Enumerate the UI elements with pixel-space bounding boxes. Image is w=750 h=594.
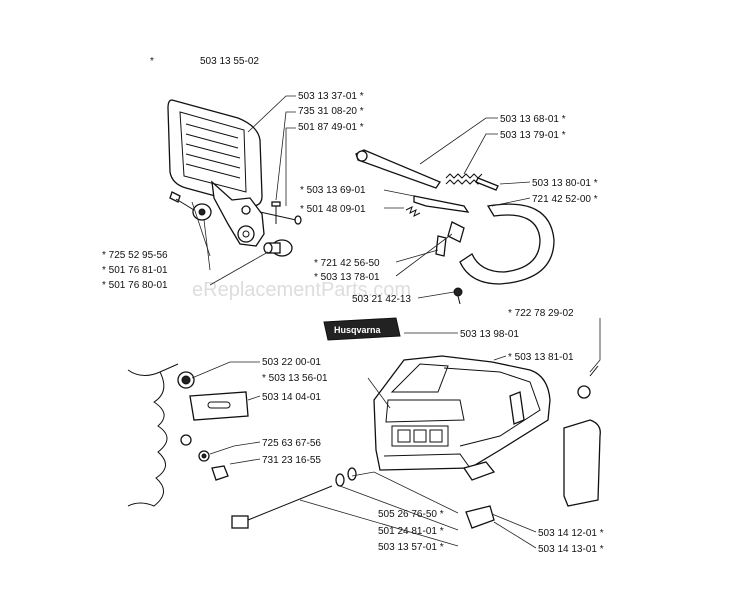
- knob-part: [263, 239, 293, 257]
- clutch-cover-part: [373, 355, 551, 471]
- part-label-503-13-78-01: * 503 13 78-01: [314, 272, 380, 283]
- part-label-501-76-81-01: * 501 76 81-01: [102, 265, 168, 276]
- part-label-721-42-52-00: 721 42 52-00 *: [532, 194, 598, 205]
- washers-part: [335, 467, 357, 487]
- header-star: *: [150, 56, 154, 67]
- long-bolt-part: [259, 211, 302, 225]
- part-label-721-42-56-50: * 721 42 56-50: [314, 258, 380, 269]
- part-label-503-14-13-01: 503 14 13-01 *: [538, 544, 604, 555]
- part-label-503-14-04-01: 503 14 04-01: [262, 392, 321, 403]
- small-spring-part: [405, 206, 421, 217]
- adjuster-part: [462, 461, 496, 481]
- cover-plate-part: [563, 419, 601, 507]
- header-part-number: 503 13 55-02: [200, 56, 259, 67]
- part-label-725-52-95-56: * 725 52 95-56: [102, 250, 168, 261]
- bar-plate-part: [180, 391, 249, 446]
- cover-screw-part: [577, 365, 599, 399]
- part-label-505-26-76-50: 505 26 76-50 *: [378, 509, 444, 520]
- part-label-503-21-42-13: 503 21 42-13: [352, 294, 411, 305]
- part-label-735-31-08-20: 735 31 08-20 *: [298, 106, 364, 117]
- brand-plate-part: Husqvarna: [323, 317, 401, 341]
- bar-outline-part: [127, 363, 179, 507]
- brake-band-part: [435, 203, 555, 285]
- bar-bolt-part: [177, 371, 195, 389]
- part-label-503-13-98-01: 503 13 98-01: [460, 329, 519, 340]
- part-label-501-48-09-01: * 501 48 09-01: [300, 204, 366, 215]
- part-label-503-13-69-01: * 503 13 69-01: [300, 185, 366, 196]
- part-label-503-13-81-01: * 503 13 81-01: [508, 352, 574, 363]
- part-label-503-14-12-01: 503 14 12-01 *: [538, 528, 604, 539]
- stud-part: [231, 485, 333, 529]
- brand-plate-text: Husqvarna: [334, 325, 382, 335]
- screw-left-part: [169, 191, 195, 211]
- part-label-503-13-57-01: 503 13 57-01 *: [378, 542, 444, 553]
- handle-guard-part: [167, 99, 265, 247]
- part-label-501-76-80-01: * 501 76 80-01: [102, 280, 168, 291]
- part-label-503-13-68-01: 503 13 68-01 *: [500, 114, 566, 125]
- brake-rod-part: [355, 149, 441, 189]
- band-screw-part: [453, 287, 463, 305]
- sleeve-nut-part: [192, 203, 212, 221]
- part-label-503-13-56-01: * 503 13 56-01: [262, 373, 328, 384]
- part-label-503-13-80-01: 503 13 80-01 *: [532, 178, 598, 189]
- part-label-503-13-79-01: 503 13 79-01 *: [500, 130, 566, 141]
- part-label-722-78-29-02: * 722 78 29-02: [508, 308, 574, 319]
- part-label-503-22-00-01: 503 22 00-01: [262, 357, 321, 368]
- watermark: eReplacementParts.com: [192, 279, 411, 301]
- part-label-731-23-16-55: 731 23 16-55: [262, 455, 321, 466]
- lever-part: [413, 195, 470, 213]
- cover-wedge-part: [465, 505, 495, 529]
- pin-part: [271, 201, 281, 224]
- part-label-503-13-37-01: 503 13 37-01 *: [298, 91, 364, 102]
- part-label-501-87-49-01: 501 87 49-01 *: [298, 122, 364, 133]
- short-pin-part: [475, 177, 499, 191]
- washer-nut-part: [198, 450, 229, 481]
- part-label-725-63-67-56: 725 63 67-56: [262, 438, 321, 449]
- part-label-501-24-81-01: 501 24 81-01 *: [378, 526, 444, 537]
